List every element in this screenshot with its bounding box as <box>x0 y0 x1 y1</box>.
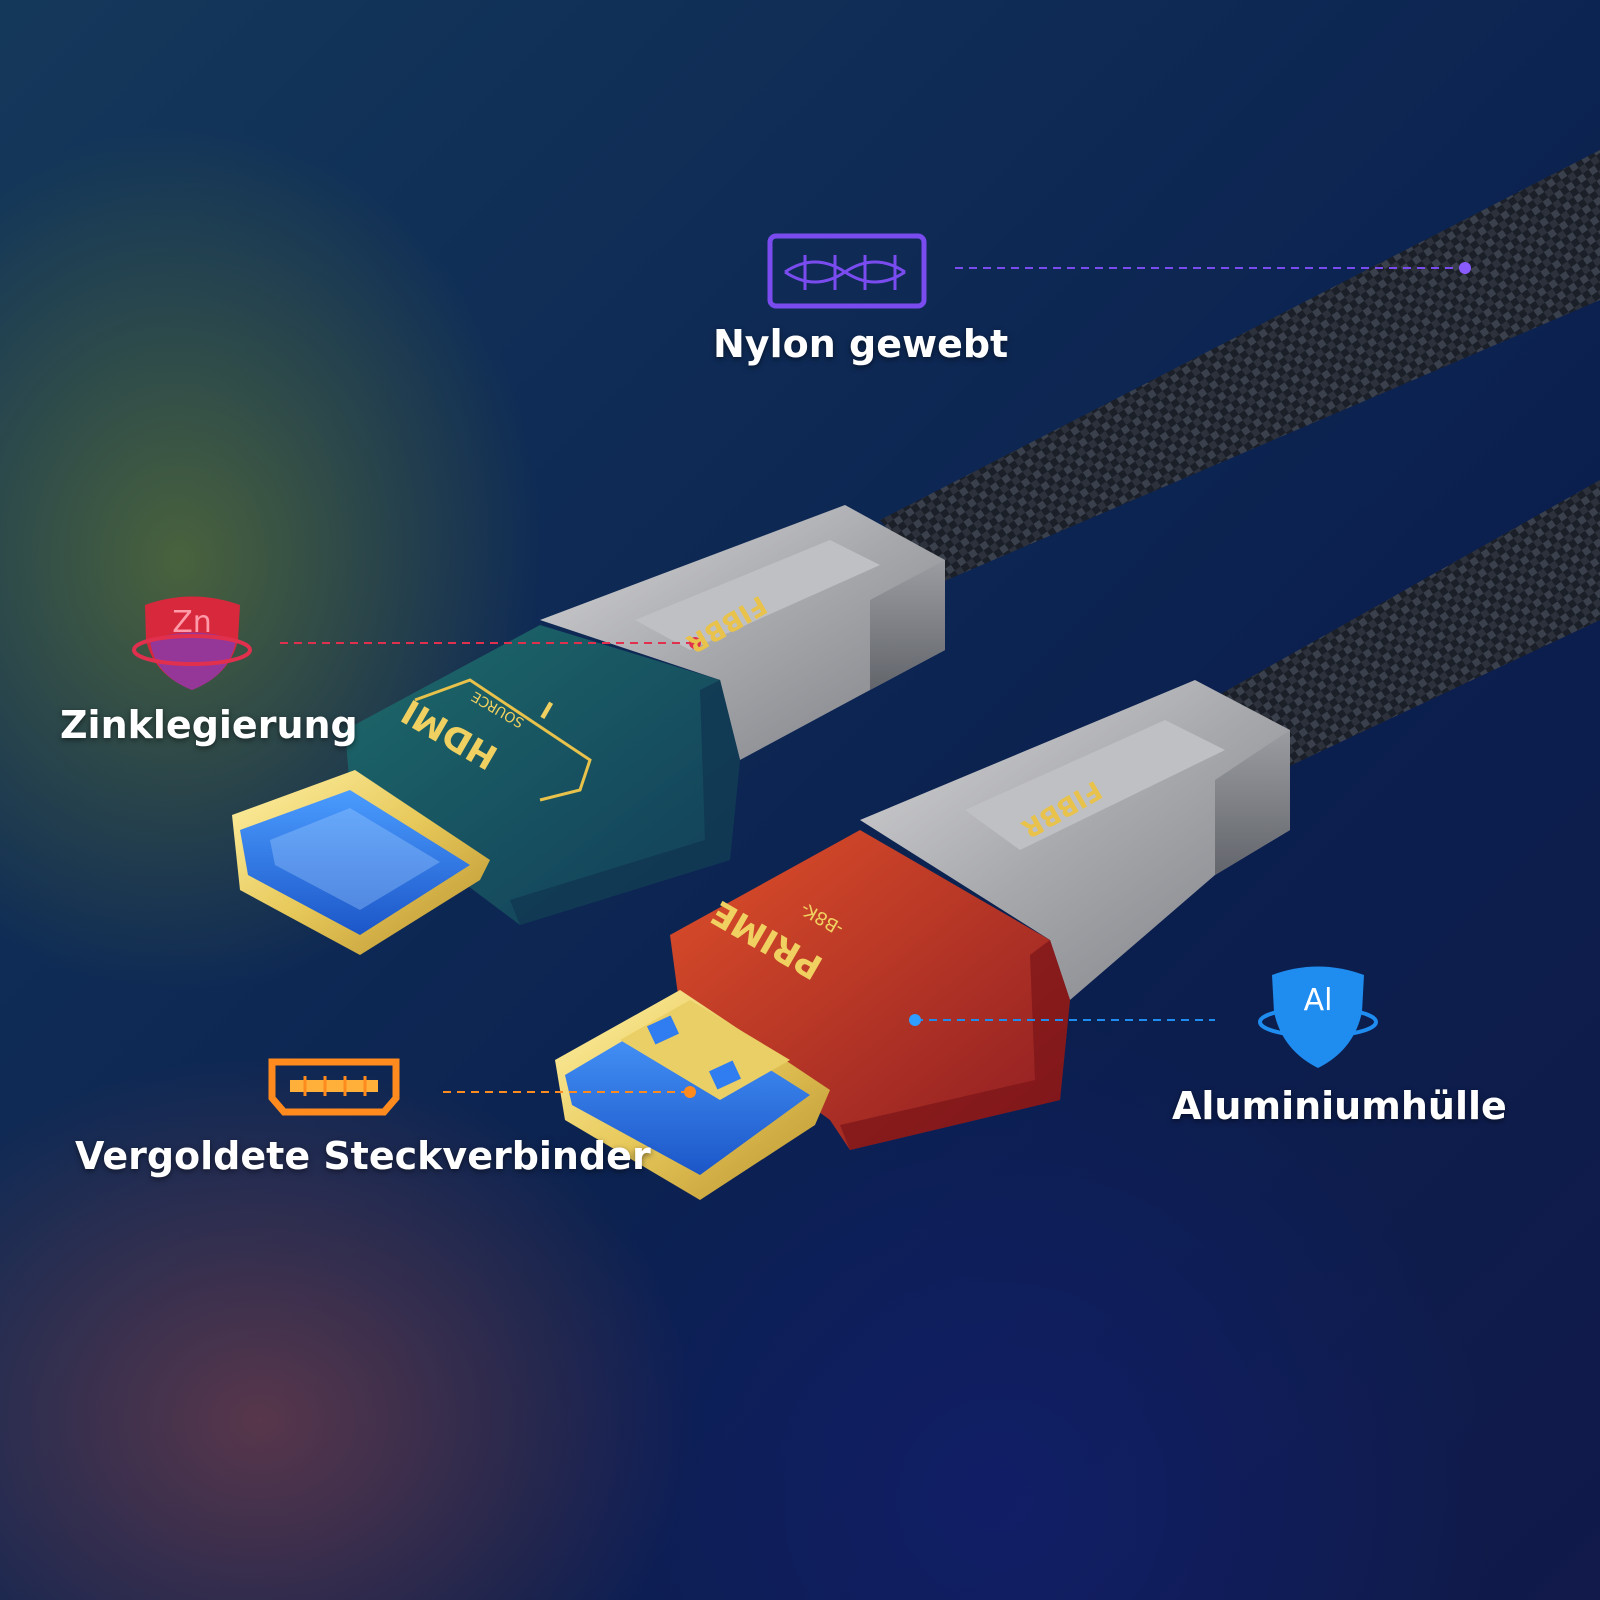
zn-icon-text: Zn <box>172 605 212 640</box>
gold-label: Vergoldete Steckverbinder <box>75 1134 651 1178</box>
woven-fabric-icon <box>767 233 927 309</box>
zinc-label: Zinklegierung <box>60 703 358 747</box>
nylon-label: Nylon gewebt <box>713 322 1009 366</box>
zn-shield-icon: Zn <box>132 596 252 690</box>
al-shield-icon: Al <box>1258 966 1378 1068</box>
zinc-callout <box>280 637 701 649</box>
aluminium-label: Aluminiumhülle <box>1172 1084 1507 1128</box>
aluminium-callout <box>909 1014 1215 1026</box>
upper-braided-cable <box>880 150 1600 585</box>
nylon-callout <box>955 262 1471 274</box>
lower-braided-cable <box>1210 480 1600 780</box>
connector-icon <box>268 1058 400 1116</box>
left-plug <box>232 505 945 955</box>
gold-callout <box>443 1086 696 1098</box>
right-plug <box>555 680 1290 1200</box>
al-icon-text: Al <box>1304 983 1333 1018</box>
